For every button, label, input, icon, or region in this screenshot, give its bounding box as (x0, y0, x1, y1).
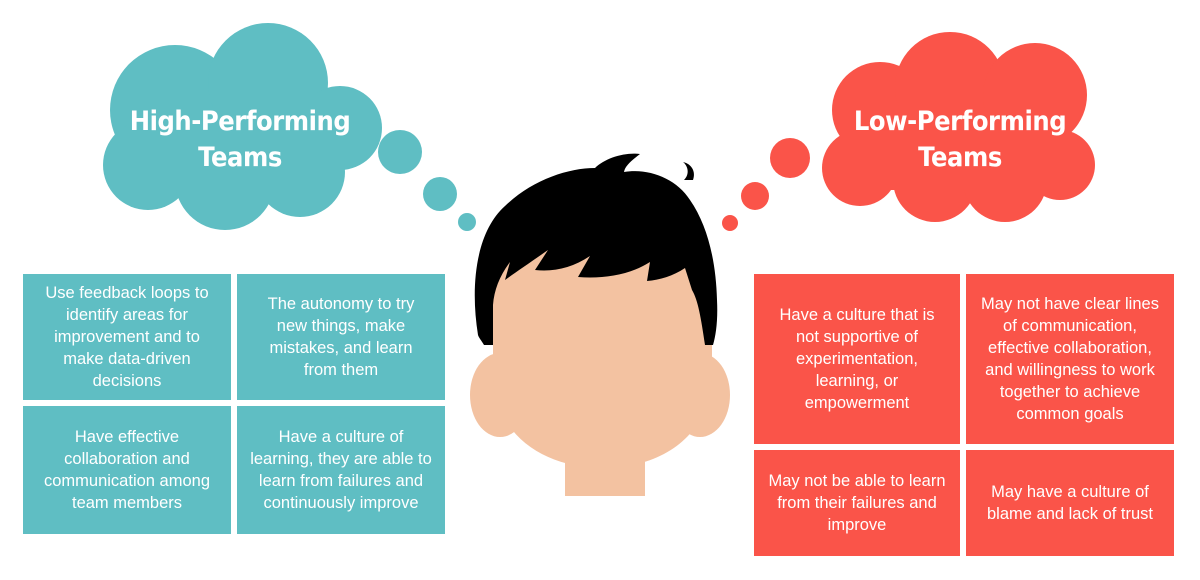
low-performing-title: Low-Performing Teams (853, 106, 1067, 173)
high-performing-trait-box: Have effective collaboration and communi… (23, 406, 231, 534)
low-performing-trait-box: May not have clear lines of communicatio… (966, 274, 1174, 444)
high-performing-thought-bubbles (378, 130, 476, 231)
hair (474, 153, 718, 345)
high-performing-title: High-Performing Teams (129, 106, 351, 173)
low-performing-trait-box: Have a culture that is not supportive of… (754, 274, 960, 444)
high-performing-trait-box: Use feedback loops to identify areas for… (23, 274, 231, 400)
low-performing-cloud (822, 32, 1095, 222)
high-performing-trait-box: The autonomy to try new things, make mis… (237, 274, 445, 400)
low-performing-thought-bubbles (722, 138, 810, 231)
low-performing-trait-box: May have a culture of blame and lack of … (966, 450, 1174, 556)
high-performing-cloud (103, 23, 382, 230)
high-performing-trait-box: Have a culture of learning, they are abl… (237, 406, 445, 534)
low-performing-trait-box: May not be able to learn from their fail… (754, 450, 960, 556)
